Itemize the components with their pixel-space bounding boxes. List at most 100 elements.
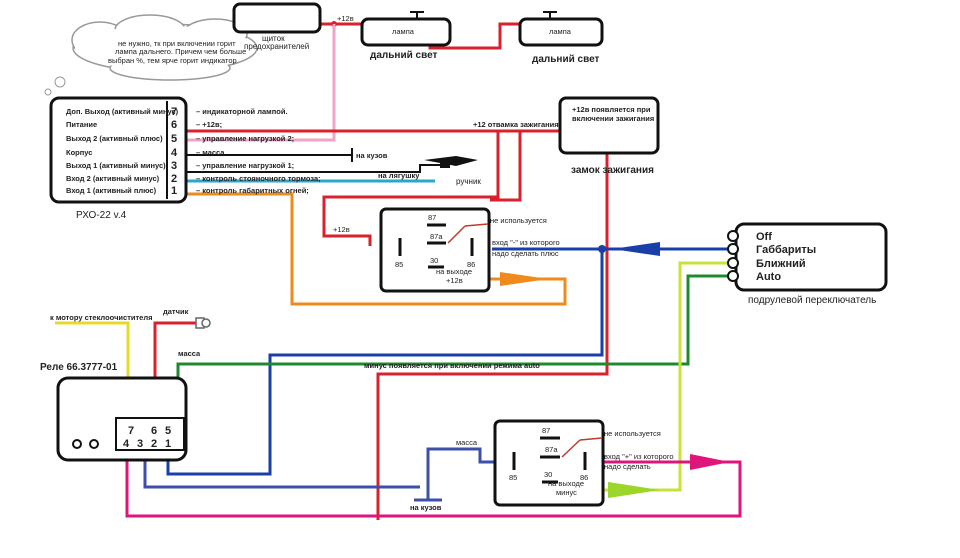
fusebox-line1: щиток — [262, 34, 285, 43]
to-frog-label: на лягушку — [378, 171, 420, 180]
switch-item: Ближний — [756, 258, 806, 270]
switch-terminal — [727, 230, 739, 242]
relay-bottom-output: на выходе — [548, 479, 584, 488]
rho-note: – индикаторной лампой. — [196, 107, 288, 116]
cloud-line3: выбран %, тем ярче горит индикатор — [108, 56, 237, 65]
relay66-pin: 1 — [165, 438, 171, 450]
fusebox-line2: предохранителей — [244, 42, 309, 51]
rho-module — [49, 96, 188, 204]
wire-red-ign-down — [376, 152, 609, 520]
rho-pin: 1 — [171, 185, 177, 197]
arrow-magenta — [690, 454, 730, 470]
switch-item: Off — [756, 231, 772, 243]
ignition-lock-label: замок зажигания — [571, 165, 654, 176]
relay66-pin: 4 — [123, 438, 130, 450]
rho-pin: 5 — [171, 133, 177, 145]
rho-label: Вход 2 (активный минус) — [66, 174, 160, 183]
wire-blue-down — [166, 249, 604, 476]
lamp-1 — [360, 11, 452, 47]
relay-bottom-not-used: не используется — [604, 429, 661, 438]
relay-top-output-value: +12в — [446, 276, 463, 285]
switch-item: Габбариты — [756, 244, 816, 256]
rho-note: – контроль габаритных огней; — [196, 186, 309, 195]
rho-pin: 4 — [171, 147, 178, 159]
relay-top-30: 30 — [430, 256, 438, 265]
rho-label: Выход 2 (активный плюс) — [66, 134, 163, 143]
relay-bottom-input2: надо сделать — [604, 462, 651, 471]
to-body-bottom: на кузов — [410, 503, 442, 512]
relay-bottom-87: 87 — [542, 426, 550, 435]
auto-note: минус появляется при включении режима au… — [364, 361, 540, 370]
rho-label: Питание — [66, 120, 97, 129]
cloud-line1: не нужно, тк при включении горит — [118, 39, 236, 48]
wire-black-handbrake — [186, 164, 440, 173]
relay-bottom-output-value: минус — [556, 488, 577, 497]
arrow-orange — [500, 272, 548, 286]
relay66-hole — [89, 439, 99, 449]
rho-label: Вход 1 (активный плюс) — [66, 186, 157, 195]
ignition-line2: включении зажигания — [572, 114, 654, 123]
relay-top-87: 87 — [428, 213, 436, 222]
rho-pin: 3 — [171, 160, 177, 172]
sensor-icon — [195, 317, 211, 329]
rho-note: – контроль стояночного тормоза; — [196, 174, 321, 183]
relay-bottom-85: 85 — [509, 473, 517, 482]
ignition-line1: +12в появляется при — [572, 105, 651, 114]
relay66-pin: 3 — [137, 438, 143, 450]
relay66-connector — [115, 417, 185, 451]
high-beam-label-2: дальний свет — [532, 54, 600, 65]
to-body-label: на кузов — [356, 151, 388, 160]
ign-tap-label: +12 отвамка зажигания — [473, 120, 559, 129]
rho-note: – +12в; — [196, 120, 222, 129]
fuse-box — [232, 2, 322, 34]
rho-label: Корпус — [66, 148, 92, 157]
relay-bottom-30: 30 — [544, 470, 552, 479]
wire-red-relay-top2 — [490, 131, 522, 202]
relay-top-85: 85 — [395, 260, 403, 269]
relay66-pin: 2 — [151, 438, 157, 450]
steering-switch — [734, 222, 888, 292]
relay-top-input2: надо сделать плюс — [492, 249, 559, 258]
wire-navy-ground — [143, 452, 420, 489]
rho-pin: 6 — [171, 119, 177, 131]
relay66-pin: 7 — [128, 425, 134, 437]
switch-item: Auto — [756, 271, 781, 283]
relay-top-output: на выходе — [436, 267, 472, 276]
lamp-2 — [518, 11, 604, 47]
plus12-top: +12в — [337, 14, 354, 23]
wiper-label: к мотору стеклоочистителя — [50, 313, 152, 322]
comment-cloud — [44, 14, 258, 96]
high-beam-label-1: дальний свет — [370, 50, 438, 61]
cloud-line2: лампа дальнего. Причем чем больше — [115, 47, 246, 56]
relay-bottom — [493, 419, 605, 507]
relay66-pin: 6 — [151, 425, 157, 437]
lamp-label-1: лампа — [392, 27, 415, 36]
relay66-title: Реле 66.3777-01 — [40, 362, 118, 373]
switch-caption: подрулевой переключатель — [748, 295, 876, 306]
relay-top-input1: вход "-" из которого — [492, 238, 560, 247]
relay-bottom-input1: вход "+" из которого — [604, 452, 674, 461]
relay-top-87a: 87a — [430, 232, 443, 241]
sensor-label: датчик — [163, 307, 189, 316]
relay-bottom-ground: масса — [456, 438, 478, 447]
switch-terminal — [727, 270, 739, 282]
relay-top-plus12: +12в — [333, 225, 350, 234]
rho-title: РХО-22 v.4 — [76, 210, 127, 221]
relay66-pin: 5 — [165, 425, 171, 437]
switch-terminal — [727, 243, 739, 255]
rho-note: – управление нагрузкой 1; — [196, 161, 294, 170]
arrow-yellowgreen — [608, 482, 660, 498]
rho-note: – управление нагрузкой 2; — [196, 134, 294, 143]
relay-bottom-86: 86 — [580, 473, 588, 482]
rho-pin: 7 — [171, 106, 177, 118]
wire-orange — [186, 192, 567, 306]
rho-pin: 2 — [171, 173, 177, 185]
arrow-blue — [612, 242, 660, 256]
lamp-label-2: лампа — [549, 27, 572, 36]
relay-top-not-used: не используется — [490, 216, 547, 225]
ignition-box — [558, 96, 660, 155]
wire-navy-relay — [426, 447, 508, 500]
